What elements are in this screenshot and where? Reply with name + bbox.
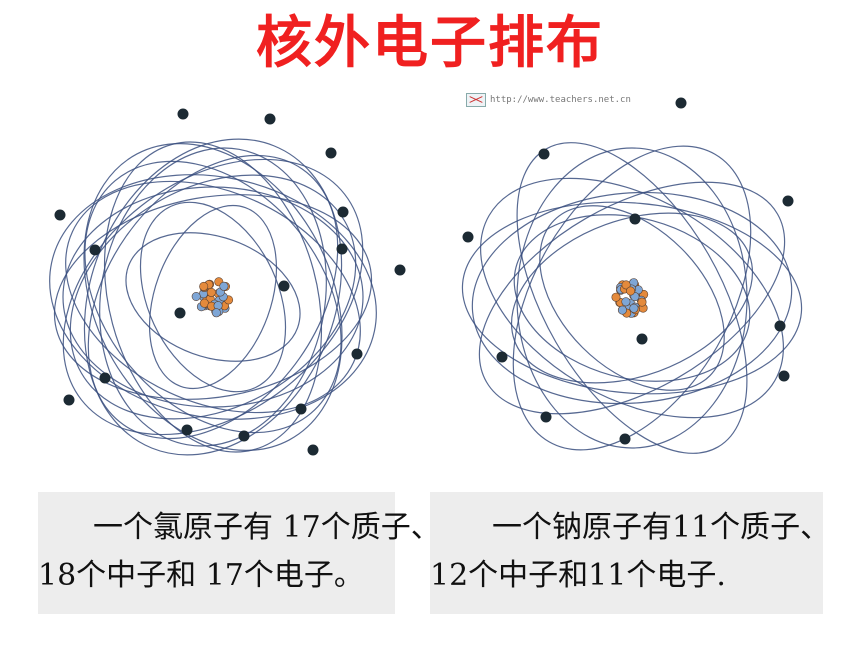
electron: [307, 444, 319, 456]
watermark-url: http://www.teachers.net.cn: [490, 95, 631, 105]
page-title: 核外电子排布: [256, 11, 604, 76]
orbit-path: [513, 214, 751, 382]
chlorine-caption-line-2: 18个中子和 17个电子。: [38, 558, 364, 593]
nucleon: [611, 292, 621, 302]
electron: [177, 108, 189, 120]
orbit-path: [480, 177, 784, 419]
electron: [629, 213, 641, 225]
electron: [264, 113, 276, 125]
orbit-path: [148, 204, 278, 390]
orbit-path: [139, 201, 287, 393]
chlorine-atom-diagram: [40, 95, 410, 470]
sodium-caption-line-1: 一个钠原子有11个质子、: [492, 510, 831, 545]
orbit-path: [49, 174, 377, 420]
electron: [540, 411, 552, 423]
chlorine-orbit-drawing: [49, 108, 406, 456]
electron: [394, 264, 406, 276]
nucleon: [219, 281, 229, 291]
electron: [54, 209, 66, 221]
electron: [63, 394, 75, 406]
electron: [774, 320, 786, 332]
nucleon: [637, 297, 647, 307]
orbit-path: [471, 191, 793, 405]
electron: [538, 148, 550, 160]
electron: [496, 351, 508, 363]
electron: [675, 97, 687, 109]
electron: [351, 348, 363, 360]
electron: [337, 206, 349, 218]
chlorine-caption: 一个氯原子有 17个质子、 18个中子和 17个电子。: [38, 492, 441, 614]
nucleon: [199, 281, 209, 291]
nucleon: [206, 287, 216, 297]
chlorine-caption-line-1: 一个氯原子有 17个质子、: [93, 510, 441, 545]
orbit-path: [461, 201, 803, 395]
electron: [295, 403, 307, 415]
chlorine-electrons: [54, 108, 406, 456]
chlorine-nucleus: [191, 277, 234, 318]
sodium-caption: 一个钠原子有11个质子、 12个中子和11个电子.: [430, 492, 831, 614]
nucleon: [621, 297, 631, 307]
orbit-path: [65, 180, 361, 414]
nucleon: [617, 305, 627, 315]
watermark: http://www.teachers.net.cn: [466, 92, 631, 108]
electron: [778, 370, 790, 382]
orbit-path: [87, 154, 339, 440]
sodium-orbit-drawing: [461, 97, 803, 454]
broken-image-icon: [466, 93, 486, 107]
orbit-path: [478, 181, 786, 415]
orbit-path: [125, 232, 301, 362]
electron: [636, 333, 648, 345]
orbit-path: [84, 160, 342, 434]
orbit-path: [62, 158, 364, 436]
electron: [619, 433, 631, 445]
electron: [89, 244, 101, 256]
orbit-path: [539, 205, 725, 391]
orbit-path: [83, 143, 343, 451]
electron: [181, 424, 193, 436]
sodium-nucleus: [611, 278, 649, 318]
electron: [99, 372, 111, 384]
orbit-path: [69, 174, 357, 420]
sodium-electrons: [462, 97, 794, 445]
nucleon: [191, 292, 201, 302]
orbit-path: [53, 194, 373, 400]
orbit-path: [512, 145, 752, 451]
chlorine-orbits: [49, 138, 377, 456]
orbit-path: [510, 212, 754, 384]
nucleon: [629, 303, 639, 313]
electron: [174, 307, 186, 319]
nucleon: [626, 286, 636, 296]
sodium-caption-line-2: 12个中子和11个电子.: [430, 558, 726, 593]
electron: [782, 195, 794, 207]
electron: [325, 147, 337, 159]
electron: [278, 280, 290, 292]
electron: [336, 243, 348, 255]
nucleon: [211, 308, 221, 318]
nucleon: [621, 280, 631, 290]
electron: [462, 231, 474, 243]
electron: [238, 430, 250, 442]
sodium-atom-diagram: [458, 97, 823, 475]
